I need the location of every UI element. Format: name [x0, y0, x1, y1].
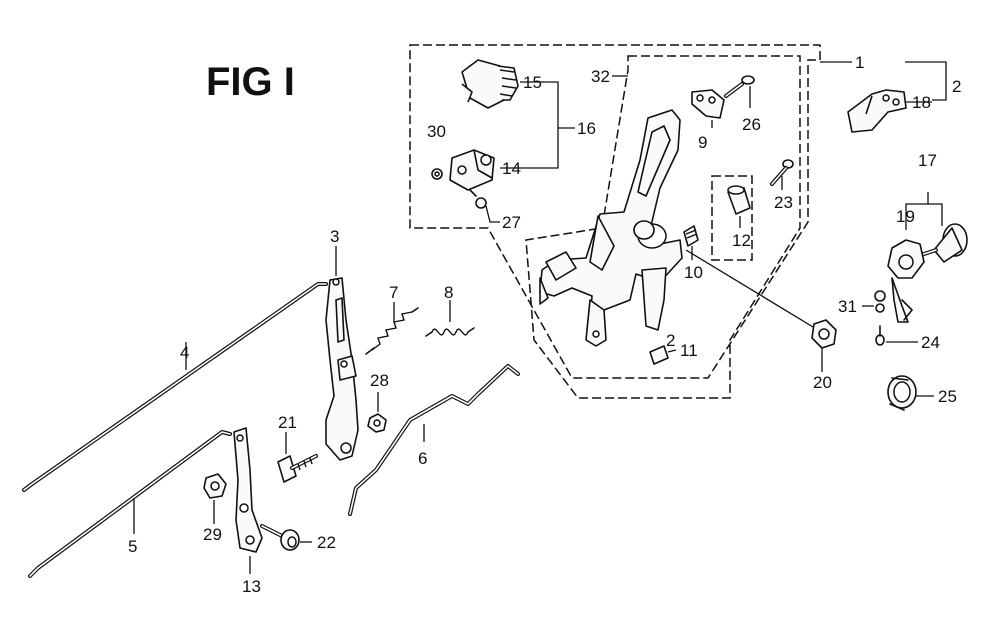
- part-5-rod: [28, 430, 232, 578]
- part-label-20: 20: [813, 373, 832, 392]
- part-label-22: 22: [317, 533, 336, 552]
- part-label-18: 18: [912, 93, 931, 112]
- part-label-1: 1: [855, 53, 864, 72]
- part-label-21: 21: [278, 413, 297, 432]
- leader-17-right: [928, 203, 943, 226]
- part-29-nut: [203, 473, 227, 499]
- part-label-28: 28: [370, 371, 389, 390]
- assembly-1-boundary: [409, 44, 821, 379]
- assembly-32-boundary: [525, 55, 801, 399]
- part-label-12: 12: [732, 231, 751, 250]
- part-22-bolt: [260, 524, 300, 551]
- part-25-clip: [887, 375, 917, 411]
- part-label-2: 2: [952, 77, 961, 96]
- part-31-washer: [874, 290, 886, 313]
- leader-11: [667, 349, 677, 353]
- part-28-nut: [367, 413, 387, 433]
- part-label-8: 8: [444, 283, 453, 302]
- part-7-spring: [365, 307, 419, 355]
- part-label-14: 14: [502, 159, 521, 178]
- part-8-spring: [425, 327, 475, 337]
- part-10-screw: [683, 225, 699, 247]
- part-23-screw: [770, 159, 794, 186]
- part-label-10: 10: [684, 263, 703, 282]
- part-12-collar: [727, 185, 751, 215]
- part-11-nut: [649, 345, 669, 365]
- part-30-washer: [431, 168, 443, 180]
- part-13-lever: [233, 427, 263, 553]
- part-label-7: 7: [389, 283, 398, 302]
- part-label-16: 16: [577, 119, 596, 138]
- part-label-4: 4: [180, 343, 189, 362]
- part-4-rod: [22, 282, 328, 492]
- part-15-clip: [461, 59, 519, 109]
- part-label-11: 11: [680, 341, 698, 360]
- part-3-governor-arm: [325, 277, 359, 461]
- part-18-bracket: [847, 89, 907, 133]
- assembly-12-boundary: [711, 175, 753, 261]
- leader-14: [500, 128, 559, 169]
- part-label-11-sub: 2: [666, 331, 675, 350]
- part-label-25: 25: [938, 387, 957, 406]
- part-27-screw: [469, 189, 487, 209]
- part-label-5: 5: [128, 537, 137, 556]
- leader-27: [485, 205, 500, 223]
- part-label-9: 9: [698, 133, 707, 152]
- part-label-26: 26: [742, 115, 761, 134]
- part-14-switch: [449, 149, 495, 191]
- part-label-31: 31: [838, 297, 857, 316]
- leader-15: [520, 81, 575, 129]
- part-label-24: 24: [921, 333, 940, 352]
- part-label-23: 23: [774, 193, 793, 212]
- part-9-bracket: [691, 89, 725, 119]
- part-label-27: 27: [502, 213, 521, 232]
- part-label-6: 6: [418, 449, 427, 468]
- part-17-knob: [916, 223, 968, 263]
- part-24-screw: [875, 325, 885, 346]
- part-control-plate: [539, 109, 683, 347]
- figure-title: FIG I: [206, 60, 295, 104]
- part-6-rod: [348, 364, 520, 516]
- part-label-29: 29: [203, 525, 222, 544]
- part-label-19: 19: [896, 207, 915, 226]
- part-26-screw: [724, 75, 755, 98]
- part-label-30: 30: [427, 122, 446, 141]
- part-label-3: 3: [330, 227, 339, 246]
- part-19-plate: [887, 239, 925, 323]
- part-label-32: 32: [591, 67, 610, 86]
- part-20-nut: [811, 319, 837, 349]
- leader-2: [905, 61, 947, 101]
- leader-20-axis: [685, 249, 819, 331]
- part-label-15: 15: [523, 73, 542, 92]
- leader-17-left: [905, 192, 929, 226]
- part-label-17: 17: [918, 151, 937, 170]
- part-21-bolt: [277, 454, 318, 483]
- part-label-13: 13: [242, 577, 261, 596]
